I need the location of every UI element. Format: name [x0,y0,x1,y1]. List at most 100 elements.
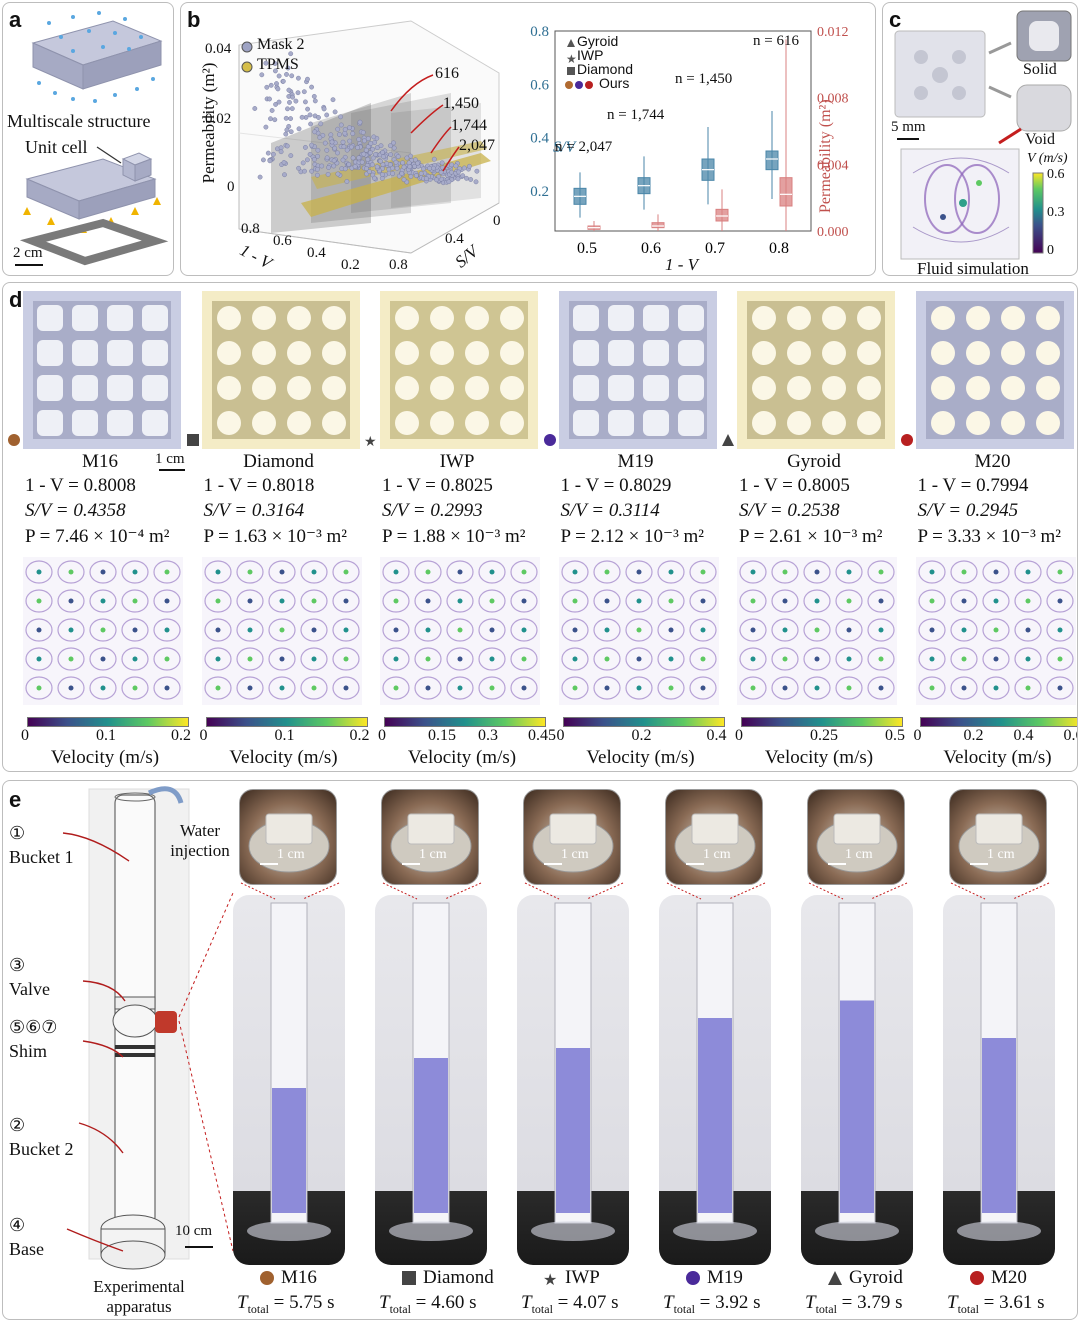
streamline-loop [121,647,149,671]
bucket1-label: Bucket 1 [9,847,74,867]
lattice-cell [37,340,63,366]
scatter-points [252,51,480,186]
structure-tile-gyroid [737,291,895,449]
streamline-loop [1013,618,1042,642]
streamline-loop [835,676,863,700]
velocity-dot [846,598,852,604]
sample-inset-photo [239,789,337,885]
velocity-dot [68,685,74,691]
total-time: Ttotal = 4.60 s [379,1292,477,1317]
water-injection-label: Water injection [170,821,230,860]
time-value: = 4.60 s [410,1292,477,1313]
lattice-cell [642,305,669,331]
scatter-point [273,102,279,107]
streamline-loop [560,618,589,642]
streamline-loop [771,560,799,584]
streamline-loop [867,589,895,613]
lattice-cell [677,305,704,331]
scatter-point [282,172,287,178]
blue-liquid-column [698,1018,732,1213]
colorbar-tick: 0.1 [274,727,295,744]
velocity-dot [343,685,348,691]
streamline-loop [981,647,1010,671]
marker-circle-icon [259,1270,275,1286]
velocity-dot [668,685,673,691]
lattice-cell [1000,411,1025,435]
cbar-tick-0: 0 [1047,243,1054,258]
scatter-point [312,98,318,104]
velocity-dot [604,569,609,575]
streamline-loop [688,647,717,671]
streamline-loop [25,676,53,700]
velocity-dot [814,569,820,575]
scatter-point [264,84,270,90]
scatter-point [265,150,271,156]
streamline-loop [867,647,895,671]
lattice-cell [216,411,241,435]
scatter-point [312,129,318,135]
lattice-cell [251,306,276,330]
permeability-box [587,221,601,231]
scatter-point [280,78,286,84]
streamline-loop [739,560,767,584]
velocity-dot [311,656,316,662]
lattice-cell [395,411,419,435]
scatter-point [438,169,444,175]
velocity-dot [572,656,577,662]
lattice-pattern [568,301,707,439]
velocity-dot [668,627,673,633]
scatter-point [344,179,350,184]
marker-square-icon [186,433,200,447]
streamline-loop [89,676,117,700]
velocity-dot [1025,569,1030,575]
colorbar-tick: 0.2 [963,727,984,744]
y-tick-label: 0.8 [530,24,549,40]
scatter-point [431,156,437,162]
scatter-point [311,156,317,162]
marker-triangle-icon [721,433,735,447]
base-label: Base [9,1239,44,1259]
count-616: n = 616 [753,33,799,49]
velocity-dot [878,598,884,604]
lattice-cell [37,375,63,401]
sample-lattice [532,813,614,873]
legend-gyroid-marker [567,39,575,47]
sv-box [637,156,651,210]
scatter-point [288,116,294,122]
streamline-loop [803,676,831,700]
velocity-dot [1025,627,1030,633]
marker-circle-icon [7,433,21,447]
streamline-loop [414,676,442,700]
scatter-point [340,139,346,145]
annotation-1744: 1,744 [451,117,487,134]
streamline-loop [771,618,799,642]
streamline-loop [382,647,410,671]
colorbar-tick: 0.1 [96,727,116,744]
streamline-loop [592,560,621,584]
streamline-loop [153,618,181,642]
scatter-point [288,51,294,57]
scatter-point [289,73,295,79]
streamline-loop [835,647,863,671]
lattice-cell [72,375,98,401]
flow-field-gyroid [737,557,897,705]
permeability-value: P = 7.46 × 10⁻⁴ m² [25,526,170,547]
scatter-point [331,158,337,164]
structure-name: M20 [974,451,1011,472]
streamline-loop [739,676,767,700]
tube-photo [943,895,1055,1265]
velocity-dot [393,685,399,691]
lattice-cell [430,376,454,400]
velocity-axis-label: Velocity (m/s) [229,747,338,768]
streamline-loop [478,618,506,642]
streamline-loop [917,676,946,700]
zoom-guide-lines [657,881,777,901]
streamline-loop [203,647,232,671]
lattice-cell [500,306,524,330]
streamline-loop [560,647,589,671]
streamline-loop [121,676,149,700]
panel-e: e ① Bucket 1 ③ Valve ⑤⑥⑦ Shim ② Bucket 2… [2,780,1078,1320]
scatter-point [344,147,350,153]
sv-box [701,127,715,205]
